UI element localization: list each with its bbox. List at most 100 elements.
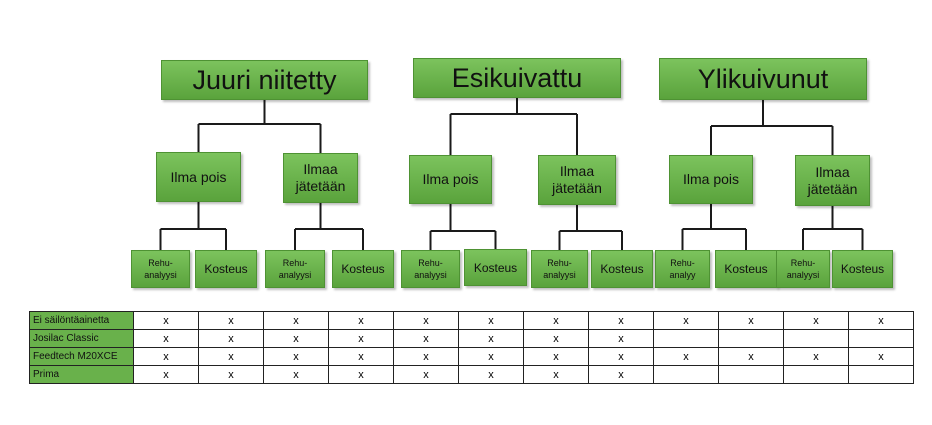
leaf-box-text: Kosteus (341, 262, 385, 276)
branch-box-text: Ilma pois (170, 168, 227, 185)
table-cell: x (328, 311, 394, 330)
leaf-box: Rehu-analyysi (776, 250, 830, 288)
table-cell: x (133, 365, 199, 384)
table-cell: x (458, 347, 524, 366)
leaf-box-text: analyysi (414, 270, 447, 280)
table-cell (653, 329, 719, 348)
leaf-box-text: analyysi (543, 270, 576, 280)
branch-box-text: Ilma pois (682, 171, 740, 187)
table-cell: x (328, 365, 394, 384)
category-title-box: Esikuivattu (413, 58, 621, 98)
table-cell: x (523, 311, 589, 330)
category-title: Esikuivattu (451, 62, 583, 93)
row-label: Prima (29, 365, 134, 384)
table-cell: x (198, 365, 264, 384)
table-cell: x (783, 311, 849, 330)
table-cell: x (263, 329, 329, 348)
branch-box: Ilma pois (409, 155, 492, 204)
leaf-box-text: Kosteus (473, 260, 518, 275)
table-cell: x (263, 311, 329, 330)
leaf-box-text: Kosteus (724, 262, 768, 276)
leaf-box: Kosteus (832, 250, 893, 288)
leaf-box-text: Kosteus (840, 262, 885, 276)
branch-box-text: Ilmaa (815, 163, 850, 180)
table-cell (783, 365, 849, 384)
leaf-box: Kosteus (464, 249, 527, 286)
table-cell (718, 329, 784, 348)
branch-box-text: Ilmaa (303, 161, 338, 177)
leaf-box-text: analyysi (144, 270, 177, 280)
leaf-box: Kosteus (195, 250, 257, 288)
leaf-box: Rehu-analyysi (131, 250, 190, 288)
leaf-box: Kosteus (591, 250, 653, 288)
table-cell: x (198, 311, 264, 330)
table-cell: x (718, 311, 784, 330)
leaf-box: Rehu-analyy (655, 250, 710, 288)
table-cell: x (588, 365, 654, 384)
branch-box-text: jätetään (295, 178, 346, 194)
table-cell: x (848, 347, 914, 366)
leaf-box-text: analyysi (786, 270, 820, 280)
table-cell: x (588, 329, 654, 348)
leaf-box: Kosteus (715, 250, 777, 288)
leaf-box-text: Rehu- (282, 258, 308, 268)
table-cell: x (458, 311, 524, 330)
table-cell: x (848, 311, 914, 330)
table-cell: x (523, 365, 589, 384)
leaf-box-text: Rehu- (547, 258, 572, 268)
row-label: Feedtech M20XCE (29, 347, 134, 366)
leaf-box-text: Rehu- (790, 258, 816, 268)
branch-box-text: Ilma pois (422, 171, 479, 187)
table-cell: x (588, 347, 654, 366)
leaf-box-text: analyy (669, 270, 696, 280)
branch-box: Ilma pois (156, 152, 241, 202)
table-cell: x (263, 347, 329, 366)
branch-box-text: jätetään (807, 180, 858, 197)
table-cell: x (458, 329, 524, 348)
leaf-box: Rehu-analyysi (401, 250, 460, 288)
table-cell: x (783, 347, 849, 366)
branch-box: Ilma pois (669, 155, 753, 204)
leaf-box: Rehu-analyysi (265, 250, 325, 288)
table-cell: x (588, 311, 654, 330)
table-cell: x (523, 347, 589, 366)
leaf-box: Rehu-analyysi (531, 250, 588, 288)
category-title: Ylikuivunut (697, 63, 829, 94)
table-cell (653, 365, 719, 384)
table-cell: x (393, 329, 459, 348)
table-cell: x (458, 365, 524, 384)
table-cell: x (393, 311, 459, 330)
category-title: Juuri niitetty (192, 64, 337, 95)
table-cell (848, 329, 914, 348)
leaf-box-text: analyysi (278, 270, 312, 280)
branch-box-text: Ilmaa (559, 163, 595, 179)
table-cell: x (328, 347, 394, 366)
table-cell (718, 365, 784, 384)
table-cell: x (133, 311, 199, 330)
row-label: Josilac Classic (29, 329, 134, 348)
leaf-box-text: Rehu- (418, 258, 443, 268)
table-cell: x (653, 347, 719, 366)
table-cell (848, 365, 914, 384)
table-cell: x (393, 347, 459, 366)
row-label: Ei säilöntäainetta (29, 311, 134, 330)
table-cell: x (198, 347, 264, 366)
leaf-box-text: Kosteus (600, 262, 644, 276)
table-cell: x (718, 347, 784, 366)
leaf-box-text: Rehu- (148, 258, 173, 268)
table-cell: x (653, 311, 719, 330)
leaf-box-text: Kosteus (204, 262, 248, 276)
table-cell: x (133, 329, 199, 348)
leaf-box-text: Rehu- (670, 258, 695, 268)
table-cell: x (198, 329, 264, 348)
table-cell: x (328, 329, 394, 348)
leaf-box: Kosteus (332, 250, 394, 288)
